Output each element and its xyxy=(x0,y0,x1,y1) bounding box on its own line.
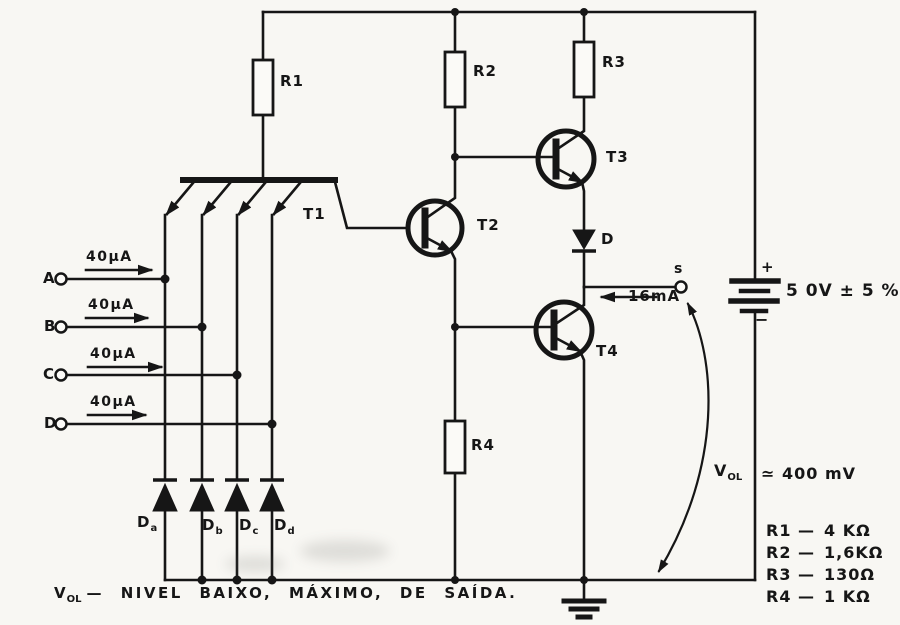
transistor-label-t1: T1 xyxy=(303,205,326,223)
sink-current-label: 16mA xyxy=(628,287,681,305)
resistor-r4 xyxy=(443,419,467,475)
output-terminal-s xyxy=(674,280,688,294)
figure-caption: VOL— NIVEL BAIXO, MÁXIMO, DE SAÍDA. xyxy=(54,584,518,605)
scan-smudge xyxy=(225,556,285,572)
t2-body xyxy=(405,198,465,258)
input-label-c: C xyxy=(43,365,56,383)
clamp-diode-label-c: Dc xyxy=(239,516,259,537)
wire-t4-collector xyxy=(552,285,586,327)
t4-body xyxy=(533,299,595,361)
input-current-b: 40µA xyxy=(88,297,135,313)
transistor-label-t4: T4 xyxy=(596,342,619,360)
wire-t2-emitter xyxy=(449,249,457,329)
transistor-label-t2: T2 xyxy=(477,216,500,234)
resistor-label-r3: R3 xyxy=(602,53,626,71)
input-label-b: B xyxy=(44,317,57,335)
resistor-label-r1: R1 xyxy=(280,72,304,90)
clamp-diode-label-b: Db xyxy=(202,516,223,537)
resistor-r3 xyxy=(572,40,596,99)
vol-measure-arc xyxy=(657,302,710,573)
clamp-diode-c-body xyxy=(224,482,250,512)
junction-dots xyxy=(160,8,588,585)
wire-t3-emitter xyxy=(580,180,586,231)
input-label-a: A xyxy=(43,269,56,287)
t1-emitter-arrow-3 xyxy=(237,181,267,216)
wire-t2-collector xyxy=(423,155,457,221)
parts-list-row: R2 — 1,6KΩ xyxy=(766,543,884,562)
parts-list-row: R4 — 1 KΩ xyxy=(766,587,871,606)
clamp-diode-b-body xyxy=(189,482,215,512)
wire-t1-collector xyxy=(333,180,410,230)
input-current-a: 40µA xyxy=(86,249,133,265)
t3-emitter-arrow xyxy=(554,166,585,184)
vol-value: ≃ 400 mV xyxy=(761,464,856,483)
clamp-diode-label-a: Da xyxy=(137,513,158,534)
parts-list: R1 — 4 KΩ R2 — 1,6KΩ R3 — 130Ω R4 — 1 KΩ xyxy=(766,521,883,609)
clamp-diode-d-body xyxy=(259,482,285,512)
input-terminal-a xyxy=(54,272,68,286)
transistor-label-t3: T3 xyxy=(606,148,629,166)
output-diode-body xyxy=(572,229,596,250)
t1-emitter-arrow-4 xyxy=(272,181,302,216)
wire-t3-collector xyxy=(554,95,586,152)
t1-emitter-arrow-1 xyxy=(165,181,195,216)
t4-emitter-arrow xyxy=(552,335,583,353)
clamp-diode-a-body xyxy=(152,482,178,512)
input-terminal-c xyxy=(54,368,68,382)
t2-emitter-arrow xyxy=(423,235,454,253)
resistor-label-r2: R2 xyxy=(473,62,497,80)
input-current-c: 40µA xyxy=(90,346,137,362)
output-diode-label: D xyxy=(601,230,615,248)
clamp-diode-label-d: Dd xyxy=(274,516,295,537)
input-terminal-d xyxy=(54,417,68,431)
supply-value: 5 0V ± 5 % xyxy=(786,281,900,301)
parts-list-row: R1 — 4 KΩ xyxy=(766,521,871,540)
t1-emitter-arrow-2 xyxy=(202,181,232,216)
input-current-d: 40µA xyxy=(90,394,137,410)
input-label-d: D xyxy=(44,414,58,432)
battery-minus-label: − xyxy=(755,310,770,329)
resistor-label-r4: R4 xyxy=(471,436,495,454)
vol-label: VOL xyxy=(714,461,743,483)
t3-body xyxy=(535,128,597,190)
scan-smudge xyxy=(300,540,390,562)
parts-list-row: R3 — 130Ω xyxy=(766,565,875,584)
resistor-r2 xyxy=(443,50,467,109)
input-terminal-b xyxy=(54,320,68,334)
wire-t4-emitter xyxy=(578,349,586,582)
resistor-r1 xyxy=(251,58,275,117)
battery-plus-label: + xyxy=(761,258,775,276)
output-terminal-label: s xyxy=(674,261,684,277)
